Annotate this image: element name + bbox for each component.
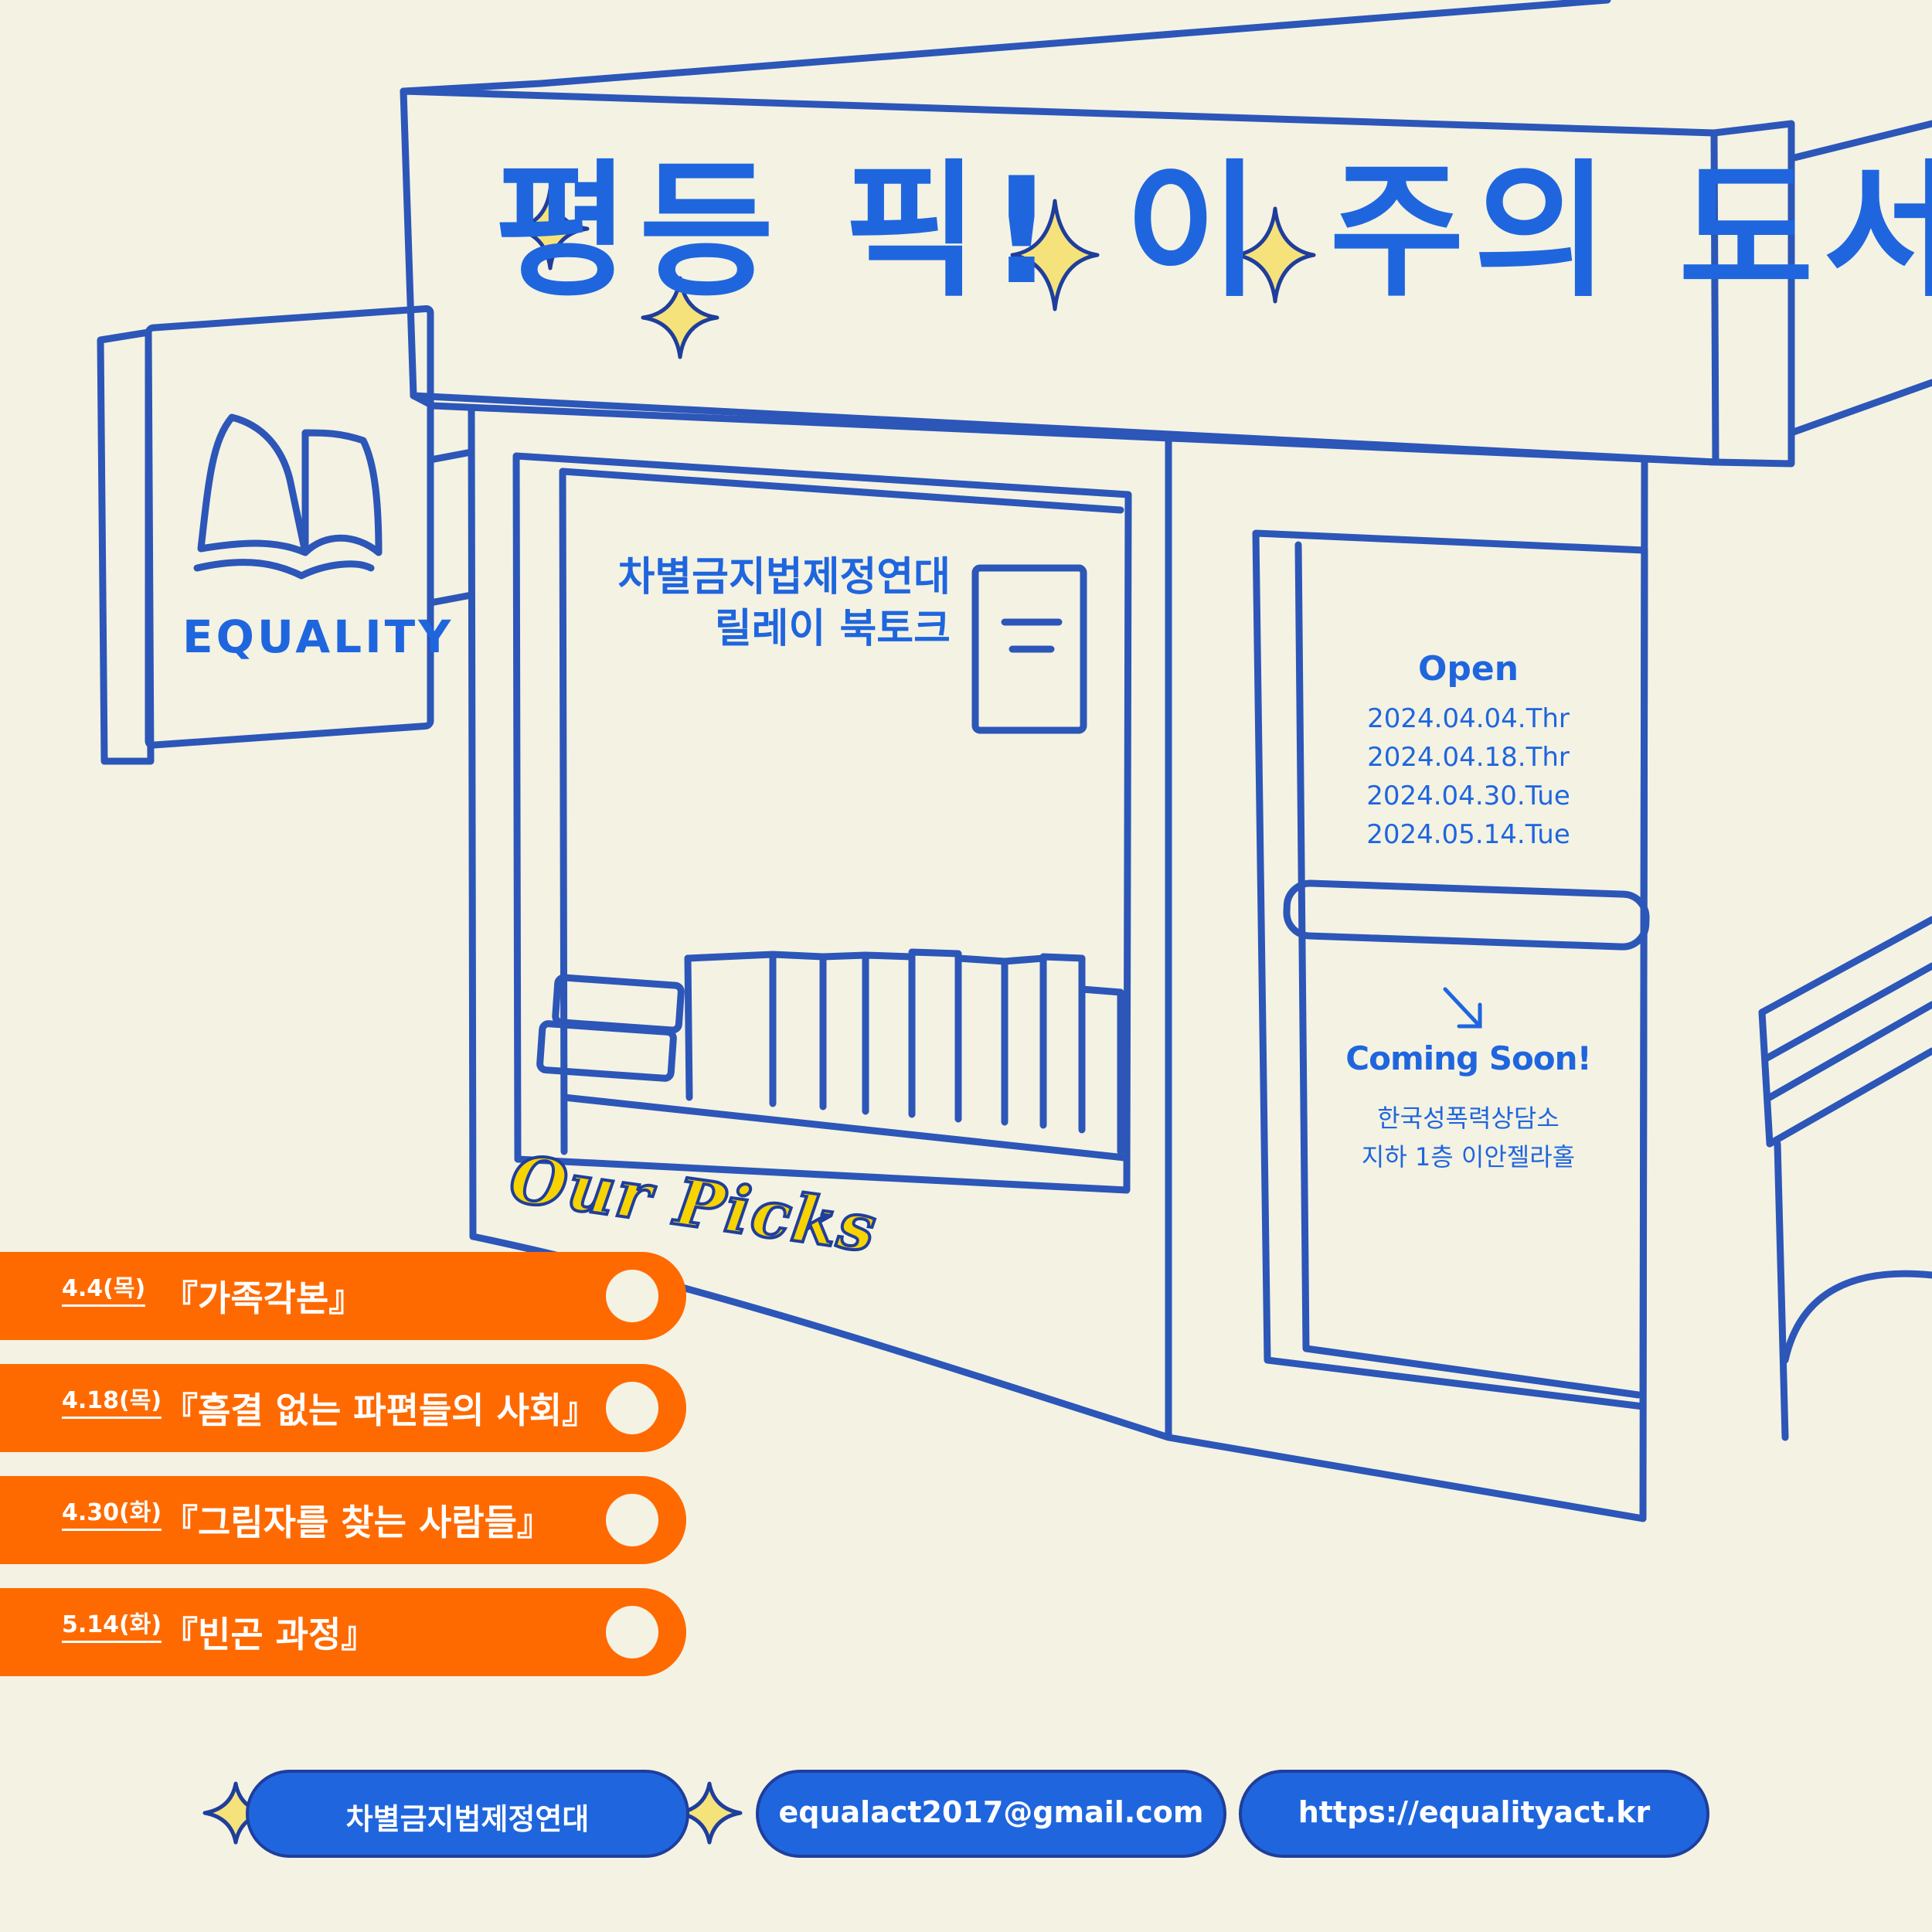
open-label: Open: [1417, 649, 1519, 689]
coming-soon-label: Coming Soon!: [1345, 1039, 1591, 1077]
book-row: [684, 948, 1124, 1155]
door-inner: [1294, 541, 1642, 1399]
relay-title: 릴레이 북토크: [714, 606, 951, 652]
bench-back-slats: [1758, 916, 1932, 1148]
book-pick-title: 『그림자를 찾는 사람들』: [162, 1502, 553, 1543]
footer-org-pill: [246, 1770, 689, 1858]
book-pick-date: 4.4(목): [62, 1269, 146, 1307]
book-pick-row: 4.30(화) 『그림자를 찾는 사람들』: [0, 1476, 686, 1564]
book-row-edges: [684, 954, 693, 1101]
arrow-down-right-icon: [1443, 987, 1482, 1029]
circle-icon: [606, 1270, 658, 1322]
book-pick-row: 4.18(목) 『흠결 없는 파편들의 사회』: [0, 1364, 686, 1452]
footer-url[interactable]: https://equalityact.kr: [1298, 1795, 1651, 1829]
open-date: 2024.05.14.Tue: [1366, 819, 1570, 850]
open-date: 2024.04.04.Thr: [1367, 703, 1570, 734]
roof-right-edge: [1710, 120, 1795, 468]
sparkle-icon: [641, 276, 719, 359]
sign-brand: EQUALITY: [182, 611, 454, 663]
footer-org: 차별금지법제정연대: [345, 1802, 590, 1836]
venue-line: 한국성폭력상담소: [1377, 1104, 1560, 1133]
book-pick-title: 『흠결 없는 파편들의 사회』: [162, 1389, 598, 1431]
book-pick-row: 5.14(화) 『빈곤 과정』: [0, 1588, 686, 1676]
open-date: 2024.04.30.Tue: [1366, 781, 1570, 811]
book-icon: [197, 413, 383, 556]
footer-url-pill: [1239, 1770, 1709, 1858]
book-stack-top: [552, 974, 685, 1034]
book-pick-row: 4.4(목) 『가족각본』: [0, 1252, 686, 1340]
book-icon-base: [193, 559, 375, 580]
circle-icon: [606, 1606, 658, 1658]
storefront-left-wall: [468, 407, 477, 1240]
roof-side: [1787, 120, 1932, 437]
bench-frame: [1758, 1009, 1932, 1441]
book-pick-date: 4.30(화): [62, 1493, 162, 1531]
roof-top-edge: [400, 0, 1611, 95]
shop-window-outer: [512, 452, 1132, 1194]
relay-org: 차별금지법제정연대: [617, 554, 951, 600]
sparkle-icon: [1234, 206, 1316, 304]
open-date: 2024.04.18.Thr: [1367, 742, 1570, 773]
sparkle-icon: [676, 1781, 743, 1845]
sparkle-icon: [1010, 199, 1100, 311]
door-handle-bar: [1283, 879, 1650, 951]
book-pick-title: 『가족각본』: [162, 1277, 365, 1319]
shop-window-inner: [559, 468, 1124, 514]
shop-window-inner-left: [559, 468, 568, 1155]
circle-icon: [606, 1494, 658, 1546]
footer-email[interactable]: equalact2017@gmail.com: [778, 1795, 1204, 1829]
window-poster: [971, 564, 1087, 734]
shop-window-inner-bottom: [560, 1094, 1128, 1162]
footer-email-pill: [756, 1770, 1226, 1858]
window-poster-lines: [1001, 618, 1063, 653]
sparkle-icon: [511, 187, 590, 270]
page-title: 평등 픽! 이 주의 도서: [495, 146, 1932, 317]
hanging-sign-side: [97, 328, 155, 765]
book-pick-date: 5.14(화): [62, 1605, 162, 1643]
circle-icon: [606, 1382, 658, 1434]
book-pick-date: 4.18(목): [62, 1381, 162, 1419]
hanging-sign-board: [145, 304, 434, 749]
venue-line: 지하 1층 이안젤라홀: [1361, 1142, 1576, 1172]
door-frame: [1252, 529, 1648, 1410]
book-pick-title: 『빈곤 과정』: [162, 1614, 377, 1655]
hanging-sign-brackets: [427, 448, 475, 607]
